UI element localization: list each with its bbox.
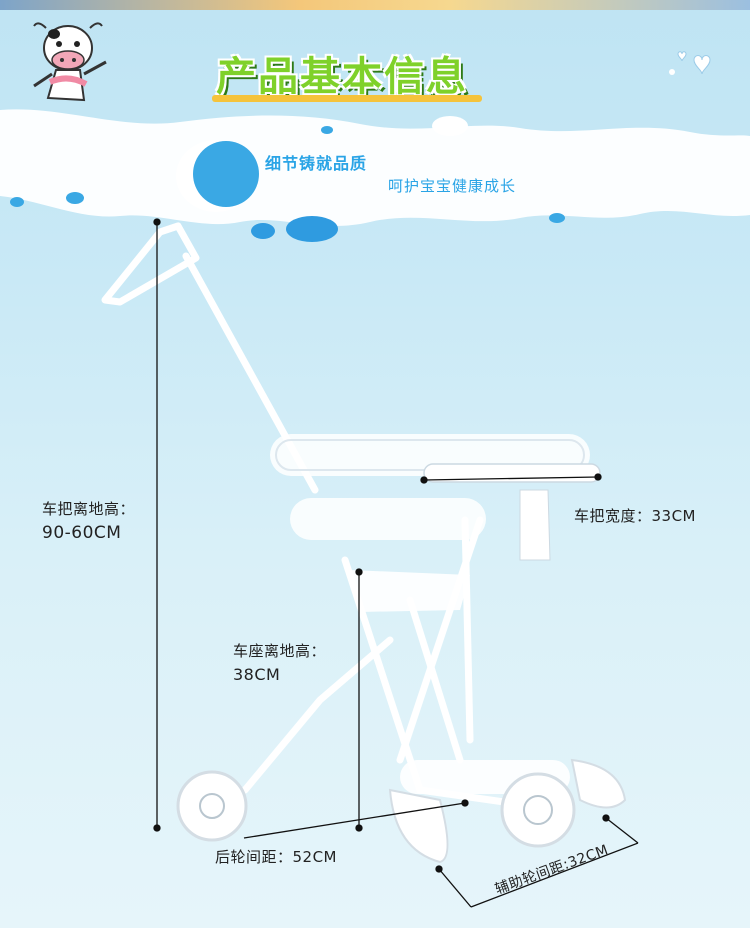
rear-wheel-span-label: 后轮间距：52CM bbox=[215, 848, 338, 866]
page-title: 产品基本信息 bbox=[216, 54, 468, 100]
top-banner-strip bbox=[0, 0, 750, 10]
slogan-line-1: 细节铸就品质 bbox=[265, 154, 368, 173]
seat-height-value: 38CM bbox=[233, 665, 281, 684]
cow-mascot-icon bbox=[33, 22, 107, 102]
handle-width-label: 车把宽度：33CM bbox=[574, 507, 697, 525]
hearts-icon bbox=[669, 51, 711, 75]
title-underline bbox=[212, 95, 482, 102]
slogan-line-2: 呵护宝宝健康成长 bbox=[388, 177, 517, 195]
seat-height-label: 车座离地高： bbox=[233, 642, 327, 660]
milk-wave-header bbox=[0, 109, 750, 242]
handle-height-label: 车把离地高： bbox=[42, 500, 136, 518]
handle-height-value: 90-60CM bbox=[42, 523, 122, 543]
